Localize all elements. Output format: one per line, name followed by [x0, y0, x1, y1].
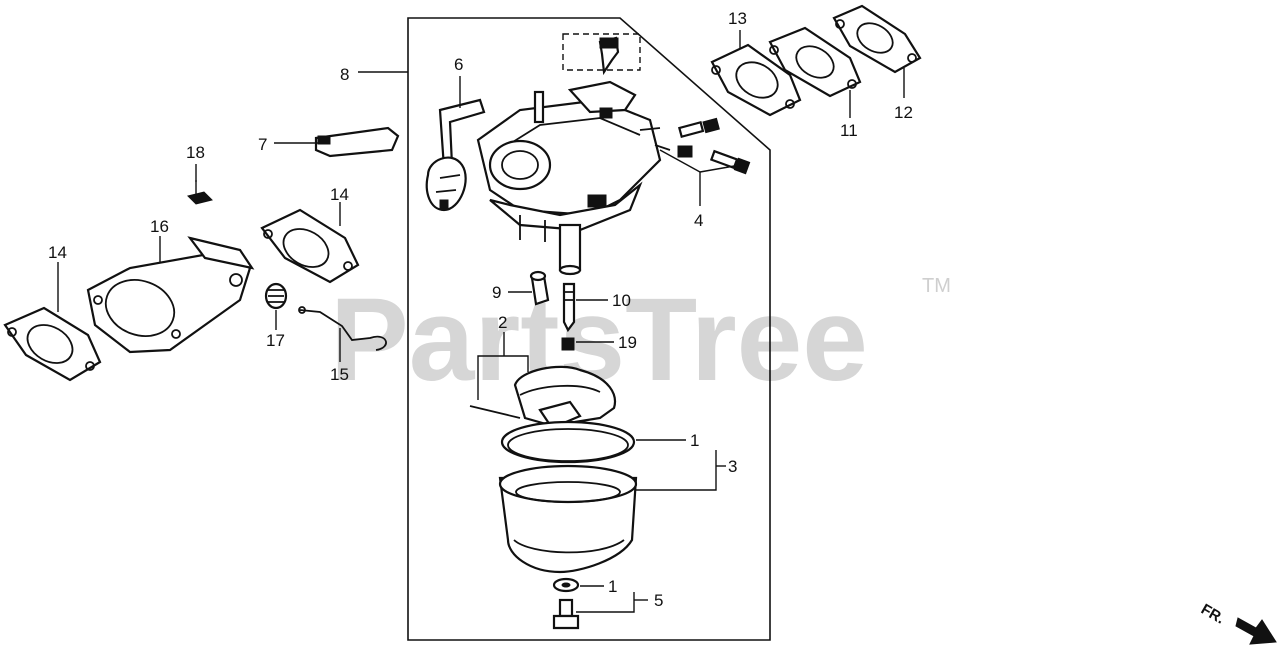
gasket-14-left	[3, 306, 102, 382]
callout-1-washer: 1	[608, 577, 617, 596]
callout-19: 19	[618, 333, 637, 352]
gasket-11	[768, 26, 862, 98]
callout-5: 5	[654, 591, 663, 610]
callout-numbers: 8 6 7 18 16 14 14 13 11 12 4 17 15 9 10 …	[48, 9, 913, 610]
rod-15	[298, 306, 387, 351]
callout-8: 8	[340, 65, 349, 84]
callout-4: 4	[694, 211, 703, 230]
callout-17: 17	[266, 331, 285, 350]
insulator-16	[86, 236, 255, 354]
gasket-14-middle	[260, 208, 360, 284]
callout-14-left: 14	[48, 243, 67, 262]
callout-14-middle: 14	[330, 185, 349, 204]
spring-19	[561, 337, 575, 351]
dashed-subbox	[562, 33, 641, 71]
needle-10	[562, 282, 576, 333]
callout-7: 7	[258, 135, 267, 154]
callout-6: 6	[454, 55, 463, 74]
float-2	[469, 365, 617, 430]
callout-11: 11	[840, 121, 858, 140]
gasket-ring-1	[500, 420, 636, 464]
leader-lines	[57, 30, 905, 613]
washer-1	[552, 577, 580, 593]
callout-16: 16	[150, 217, 169, 236]
callout-12: 12	[894, 103, 913, 122]
jet-9	[529, 270, 550, 306]
top-screw	[598, 36, 620, 76]
callout-15: 15	[330, 365, 349, 384]
screw-set-4	[677, 117, 751, 175]
bolt-5	[552, 598, 580, 630]
callout-10: 10	[612, 291, 631, 310]
lever-7	[314, 126, 400, 158]
assembly-frame	[407, 17, 771, 641]
float-bowl-3	[498, 464, 638, 574]
callout-18: 18	[186, 143, 205, 162]
choke-lever-6	[425, 98, 486, 212]
callout-9: 9	[492, 283, 501, 302]
gasket-12	[832, 4, 922, 74]
spring-17	[264, 282, 288, 310]
watermark-trademark: TM	[922, 275, 951, 297]
front-label: FR.	[1198, 601, 1227, 628]
gasket-13	[710, 43, 802, 117]
front-arrow-icon	[1235, 617, 1277, 645]
callout-2: 2	[498, 313, 507, 332]
callout-1-ring: 1	[690, 431, 699, 450]
carburetor-body	[476, 80, 671, 276]
callout-13: 13	[728, 9, 747, 28]
front-direction-indicator: FR.	[1198, 601, 1277, 645]
clip-18	[187, 180, 213, 205]
callout-3: 3	[728, 457, 737, 476]
